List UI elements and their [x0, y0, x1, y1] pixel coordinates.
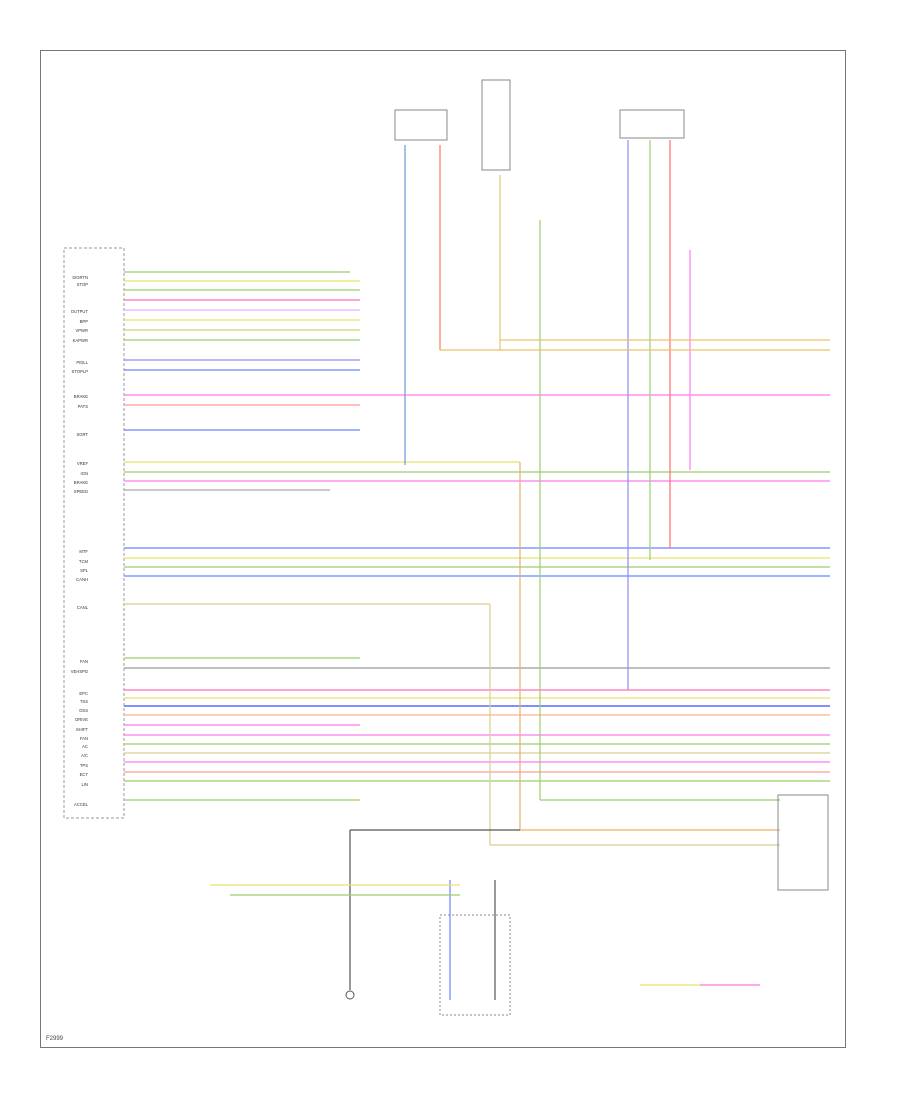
bottom-wires [210, 339, 830, 986]
svg-text:EPC: EPC [79, 691, 88, 696]
svg-text:DRIVE: DRIVE [75, 717, 88, 722]
pcm-wires [124, 271, 830, 801]
svg-text:VREF: VREF [77, 461, 89, 466]
svg-text:BRAKE: BRAKE [74, 394, 88, 399]
svg-text:LIN: LIN [81, 782, 88, 787]
pcm-connector-outline [63, 247, 125, 819]
svg-text:BPP: BPP [80, 319, 89, 324]
svg-text:ACCEL: ACCEL [74, 802, 89, 807]
vertical-wires [349, 140, 691, 1000]
svg-text:CANH: CANH [76, 577, 88, 582]
svg-text:VEHSPD: VEHSPD [71, 669, 88, 674]
svg-text:BRAKE: BRAKE [74, 480, 88, 485]
fuel-pump-module-box [439, 914, 511, 1016]
svg-text:TSS: TSS [80, 699, 88, 704]
instrument-cluster-box [777, 794, 829, 891]
svg-text:OUTPUT: OUTPUT [71, 309, 89, 314]
data-link-connector-box [619, 109, 685, 139]
svg-text:AC: AC [82, 744, 88, 749]
ground-symbol [345, 990, 355, 1000]
svg-text:VPWR: VPWR [75, 328, 88, 333]
svg-text:MTF: MTF [79, 549, 88, 554]
svg-text:SGRT: SGRT [76, 432, 88, 437]
ignition-switch-box [394, 109, 448, 141]
svg-text:FAN: FAN [80, 736, 88, 741]
svg-text:KAPWR: KAPWR [73, 338, 88, 343]
svg-text:CANL: CANL [77, 605, 89, 610]
svg-text:A/C: A/C [81, 753, 88, 758]
figure-code: F2999 [46, 1036, 64, 1042]
fuse-box [481, 79, 511, 171]
svg-text:ECT: ECT [80, 772, 89, 777]
pcm-pin-labels: SIGRTN STOP OUTPUT BPP VPWR KAPWR PIDLL … [71, 275, 89, 807]
svg-text:IGN: IGN [81, 471, 88, 476]
svg-text:PATS: PATS [78, 404, 89, 409]
svg-text:SPEED: SPEED [74, 489, 88, 494]
svg-text:SPL: SPL [80, 568, 89, 573]
svg-text:TPS: TPS [80, 763, 88, 768]
svg-text:FAN: FAN [80, 659, 88, 664]
diagram-frame [40, 50, 846, 1048]
svg-text:SHIFT: SHIFT [76, 727, 89, 732]
svg-text:STOPLP: STOPLP [72, 369, 89, 374]
svg-text:PIDLL: PIDLL [76, 360, 88, 365]
svg-text:STOP: STOP [77, 282, 89, 287]
svg-text:OSS: OSS [79, 708, 88, 713]
svg-text:TCM: TCM [79, 559, 89, 564]
svg-text:SIGRTN: SIGRTN [72, 275, 88, 280]
